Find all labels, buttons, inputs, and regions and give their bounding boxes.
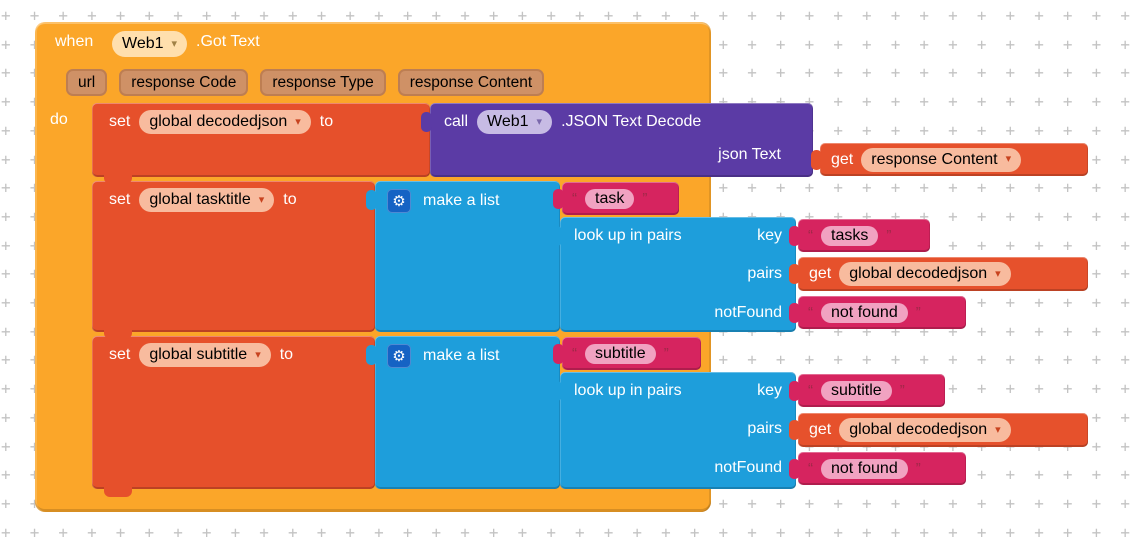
call-json-text-decode-block[interactable]: call Web1 ▾ .JSON Text Decode json Text [421, 103, 813, 177]
param-chip-response-type[interactable]: response Type [260, 69, 386, 96]
variable-name: global decodedjson [849, 265, 988, 282]
string-value-field[interactable]: subtitle [585, 343, 656, 364]
chevron-down-icon: ▾ [536, 115, 543, 128]
block-connector-tab [104, 175, 132, 184]
variable-name: global tasktitle [149, 191, 251, 208]
string-value-field[interactable]: not found [821, 458, 908, 479]
get-response-content-block[interactable]: get response Content ▾ [820, 143, 1088, 176]
to-label: to [319, 113, 334, 130]
chevron-down-icon: ▾ [295, 115, 301, 128]
make-a-list-label: make a list [423, 347, 500, 364]
set-global-decodedjson-block[interactable]: set global decodedjson ▾ to [92, 103, 430, 177]
string-value-field[interactable]: tasks [821, 225, 879, 246]
do-label: do [50, 111, 68, 128]
get-label: get [809, 421, 832, 438]
set-label: set [109, 113, 131, 130]
set-label: set [109, 346, 131, 363]
text-string-notfound-block[interactable]: “ not found ” [798, 452, 966, 485]
get-label: get [831, 150, 854, 168]
make-a-list-block[interactable]: ⚙ make a list [366, 336, 560, 489]
pairs-socket-label: pairs [747, 265, 782, 282]
close-quote: ” [663, 345, 669, 362]
variable-dropdown[interactable]: global decodedjson ▾ [139, 110, 311, 134]
close-quote: ” [915, 304, 921, 321]
chevron-down-icon: ▾ [995, 267, 1001, 280]
pairs-socket-label: pairs [747, 420, 782, 437]
variable-name: response Content [871, 150, 998, 168]
text-string-notfound-block[interactable]: “ not found ” [798, 296, 966, 329]
chevron-down-icon: ▾ [995, 423, 1001, 436]
text-string-subtitle-key-block[interactable]: “ subtitle ” [798, 374, 945, 407]
variable-dropdown[interactable]: global tasktitle ▾ [139, 188, 275, 212]
open-quote: “ [808, 460, 813, 477]
open-quote: “ [572, 345, 577, 362]
get-global-decodedjson-block[interactable]: get global decodedjson ▾ [798, 257, 1088, 291]
component-name: Web1 [487, 113, 529, 130]
string-value-field[interactable]: not found [821, 302, 908, 323]
make-a-list-label: make a list [423, 192, 500, 209]
block-connector-tab [104, 330, 132, 339]
variable-dropdown[interactable]: global decodedjson ▾ [839, 262, 1011, 286]
set-global-tasktitle-block[interactable]: set global tasktitle ▾ to [92, 181, 375, 332]
json-text-arg-label: json Text [718, 146, 781, 163]
method-name: .JSON Text Decode [561, 113, 702, 130]
lookup-in-pairs-block[interactable]: look up in pairs key pairs notFound [551, 217, 796, 332]
chevron-down-icon: ▾ [171, 37, 178, 50]
lookup-label: look up in pairs [574, 227, 682, 244]
string-value-field[interactable]: subtitle [821, 380, 892, 401]
lookup-label: look up in pairs [574, 382, 682, 399]
get-global-decodedjson-block[interactable]: get global decodedjson ▾ [798, 413, 1088, 447]
when-label: when [55, 33, 94, 50]
chevron-down-icon: ▾ [1005, 153, 1012, 165]
open-quote: “ [808, 382, 813, 399]
lookup-in-pairs-block[interactable]: look up in pairs key pairs notFound [551, 372, 796, 489]
variable-name: global decodedjson [849, 421, 988, 438]
call-label: call [444, 113, 469, 130]
gear-icon[interactable]: ⚙ [387, 189, 411, 213]
text-string-task-block[interactable]: “ task ” [562, 182, 679, 215]
notfound-socket-label: notFound [714, 458, 782, 476]
component-dropdown[interactable]: Web1 ▾ [477, 110, 553, 134]
gear-icon[interactable]: ⚙ [387, 344, 411, 368]
param-chip-response-code[interactable]: response Code [119, 69, 249, 96]
variable-dropdown[interactable]: global decodedjson ▾ [839, 418, 1011, 442]
to-label: to [279, 346, 294, 363]
close-quote: ” [899, 382, 905, 399]
get-label: get [809, 265, 832, 282]
set-label: set [109, 191, 131, 208]
open-quote: “ [808, 227, 813, 244]
block-connector-tab [104, 487, 132, 497]
variable-name: global decodedjson [149, 113, 288, 130]
chevron-down-icon: ▾ [258, 193, 265, 206]
event-params: url response Code response Type response… [66, 69, 545, 96]
set-global-subtitle-block[interactable]: set global subtitle ▾ to [92, 336, 375, 489]
variable-dropdown[interactable]: global subtitle ▾ [139, 343, 271, 367]
key-socket-label: key [757, 382, 782, 399]
to-label: to [283, 191, 297, 208]
open-quote: “ [808, 304, 813, 321]
component-dropdown[interactable]: Web1 ▾ [112, 31, 188, 57]
open-quote: “ [572, 190, 577, 207]
close-quote: ” [915, 460, 921, 477]
text-string-tasks-block[interactable]: “ tasks ” [798, 219, 930, 252]
make-a-list-block[interactable]: ⚙ make a list [366, 181, 560, 332]
chevron-down-icon: ▾ [255, 348, 261, 361]
event-name: .Got Text [196, 33, 260, 50]
component-name: Web1 [122, 35, 164, 52]
string-value-field[interactable]: task [585, 188, 635, 209]
close-quote: ” [886, 227, 892, 244]
param-chip-response-content[interactable]: response Content [397, 69, 545, 96]
variable-dropdown[interactable]: response Content ▾ [861, 147, 1022, 172]
variable-name: global subtitle [149, 346, 248, 363]
param-chip-url[interactable]: url [66, 69, 108, 96]
close-quote: ” [642, 190, 648, 207]
notfound-socket-label: notFound [714, 303, 782, 321]
text-string-subtitle-block[interactable]: “ subtitle ” [562, 337, 701, 370]
key-socket-label: key [757, 227, 782, 244]
